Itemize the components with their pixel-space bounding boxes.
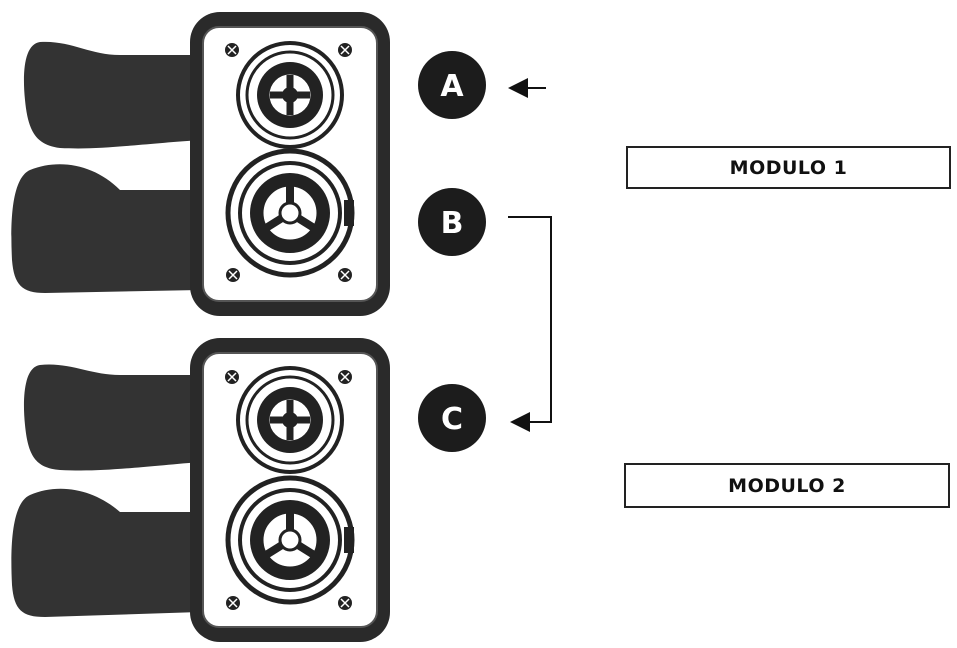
badge-b: B bbox=[418, 188, 486, 256]
connector-c-socket bbox=[236, 366, 344, 474]
cable-bottom-module-1 bbox=[11, 164, 201, 293]
badge-b-letter: B bbox=[441, 206, 464, 241]
module-1-label: MODULO 1 bbox=[626, 146, 951, 189]
connector-b-socket bbox=[225, 148, 355, 278]
module-2-label: MODULO 2 bbox=[624, 463, 950, 508]
cable-top-module-2 bbox=[23, 364, 201, 471]
screw-icon bbox=[338, 43, 352, 57]
screw-icon bbox=[226, 268, 240, 282]
screw-icon bbox=[338, 596, 352, 610]
connector-d-socket bbox=[225, 475, 355, 605]
badge-c: C bbox=[418, 384, 486, 452]
screw-icon bbox=[225, 370, 239, 384]
module-2-unit bbox=[11, 338, 390, 642]
link-line-b-to-c bbox=[508, 216, 552, 432]
module-1-unit bbox=[11, 12, 390, 316]
cable-top-module-1 bbox=[23, 41, 201, 149]
screw-icon bbox=[225, 43, 239, 57]
cable-bottom-module-2 bbox=[11, 488, 201, 617]
connector-a-socket bbox=[236, 41, 344, 149]
badge-a-letter: A bbox=[440, 69, 464, 104]
screw-icon bbox=[338, 268, 352, 282]
badge-a: A bbox=[418, 51, 486, 119]
screw-icon bbox=[338, 370, 352, 384]
badge-c-letter: C bbox=[441, 402, 463, 437]
screw-icon bbox=[226, 596, 240, 610]
